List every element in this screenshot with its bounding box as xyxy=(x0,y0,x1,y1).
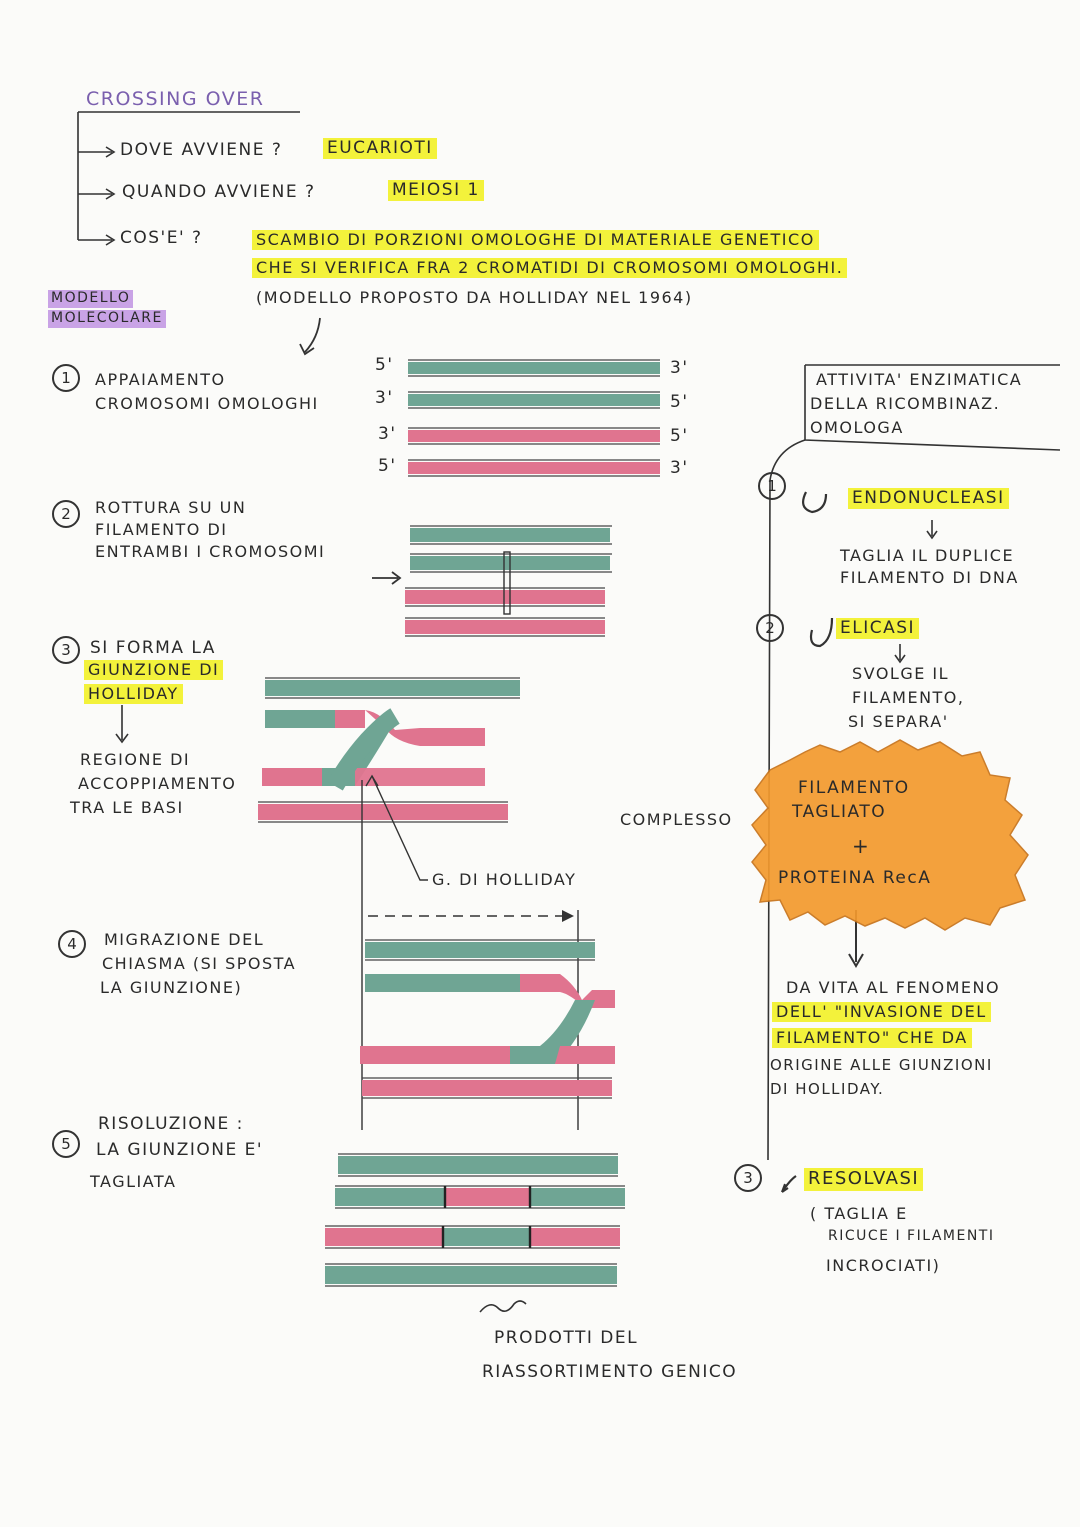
enzyme-header-1: ATTIVITA' ENZIMATICA xyxy=(816,370,1023,389)
complex-blob xyxy=(751,739,1029,931)
products-label-1: PRODOTTI DEL xyxy=(494,1328,639,1348)
step1-line1: APPAIAMENTO xyxy=(95,370,226,389)
step5-line3: TAGLIATA xyxy=(90,1172,177,1191)
enzyme1-desc1: TAGLIA IL DUPLICE xyxy=(840,546,1015,565)
model-label-1: MODELLO xyxy=(48,290,134,308)
model-label-2: MOLECOLARE xyxy=(48,310,166,328)
junction-label: G. DI HOLLIDAY xyxy=(432,870,577,889)
step-number-2: 2 xyxy=(52,500,80,528)
step4-line2: CHIASMA (SI SPOSTA xyxy=(102,954,297,973)
step4-migration xyxy=(360,910,615,1130)
answer-where: EUCARIOTI xyxy=(323,138,437,160)
step3-line1: SI FORMA LA xyxy=(90,638,216,658)
answer-what-line1: SCAMBIO DI PORZIONI OMOLOGHE DI MATERIAL… xyxy=(252,230,819,250)
invasion-line5: DI HOLLIDAY. xyxy=(770,1080,885,1098)
step-number-3: 3 xyxy=(52,636,80,664)
step-number-1: 1 xyxy=(52,364,80,392)
step3-sub3: TRA LE BASI xyxy=(70,798,184,817)
step2-line3: ENTRAMBI I CROMOSOMI xyxy=(95,542,326,561)
complex-line1: FILAMENTO xyxy=(798,778,910,798)
enzyme1-desc2: FILAMENTO DI DNA xyxy=(840,568,1019,587)
break-marker xyxy=(503,551,511,615)
step5-resolution xyxy=(325,1153,625,1313)
enzyme-header-3: OMOLOGA xyxy=(810,418,904,437)
step-number-5: 5 xyxy=(52,1130,80,1158)
complex-line3: PROTEINA RecA xyxy=(778,868,932,888)
enzyme2-desc3: SI SEPARA' xyxy=(848,712,949,731)
step3-sub1: REGIONE DI xyxy=(80,750,191,769)
end-left-2: 3' xyxy=(375,388,394,408)
question-where: DOVE AVVIENE ? xyxy=(120,140,283,160)
invasion-line4: ORIGINE ALLE GIUNZIONI xyxy=(770,1056,993,1074)
step5-line1: RISOLUZIONE : xyxy=(98,1114,244,1134)
end-left-1: 5' xyxy=(375,355,394,375)
question-when: QUANDO AVVIENE ? xyxy=(122,182,316,202)
model-note: (MODELLO PROPOSTO DA HOLLIDAY NEL 1964) xyxy=(256,288,693,307)
end-right-1: 3' xyxy=(670,358,689,378)
enzyme-number-2: 2 xyxy=(756,614,784,642)
step2-line1: ROTTURA SU UN xyxy=(95,498,247,517)
end-right-2: 5' xyxy=(670,392,689,412)
enzyme2-desc2: FILAMENTO, xyxy=(852,688,965,707)
enzyme3-name: RESOLVASI xyxy=(804,1168,924,1191)
end-right-3: 5' xyxy=(670,426,689,446)
model-arrow xyxy=(304,317,321,353)
step3-line3: HOLLIDAY xyxy=(84,684,183,704)
answer-when: MEIOSI 1 xyxy=(388,180,484,202)
step3-sub2: ACCOPPIAMENTO xyxy=(78,774,237,793)
question-what: COS'E' ? xyxy=(120,228,203,248)
step2-line2: FILAMENTO DI xyxy=(95,520,228,539)
step1-strands xyxy=(408,359,660,477)
complex-line2: TAGLIATO xyxy=(792,802,887,822)
end-left-4: 5' xyxy=(378,456,397,476)
end-left-3: 3' xyxy=(378,424,397,444)
title-bracket xyxy=(77,111,300,246)
products-label-2: RIASSORTIMENTO GENICO xyxy=(482,1362,738,1382)
step1-line2: CROMOSOMI OMOLOGHI xyxy=(95,394,319,413)
enzyme2-desc1: SVOLGE IL xyxy=(852,664,950,683)
answer-what-line2: CHE SI VERIFICA FRA 2 CROMATIDI DI CROMO… xyxy=(252,258,848,278)
step3-junction xyxy=(115,677,520,1130)
complex-plus: + xyxy=(852,834,871,858)
step-number-4: 4 xyxy=(58,930,86,958)
invasion-line2: DELL' "INVASIONE DEL xyxy=(772,1002,991,1022)
step5-line2: LA GIUNZIONE E' xyxy=(96,1140,264,1160)
page-title: CROSSING OVER xyxy=(86,88,265,110)
enzyme-header-2: DELLA RICOMBINAZ. xyxy=(810,394,1001,413)
enzyme-number-1: 1 xyxy=(758,472,786,500)
step2-strands xyxy=(372,525,612,637)
enzyme-number-3: 3 xyxy=(734,1164,762,1192)
enzyme1-name: ENDONUCLEASI xyxy=(848,488,1009,510)
enzyme3-desc1: ( TAGLIA E xyxy=(810,1204,908,1223)
complex-label: COMPLESSO xyxy=(620,810,733,829)
step4-line3: LA GIUNZIONE) xyxy=(100,978,243,997)
enzyme3-desc2: RICUCE I FILAMENTI xyxy=(828,1228,995,1244)
invasion-line1: DA VITA AL FENOMENO xyxy=(786,978,1001,997)
enzyme3-desc3: INCROCIATI) xyxy=(826,1256,941,1275)
invasion-line3: FILAMENTO" CHE DA xyxy=(772,1028,972,1048)
enzyme2-name: ELICASI xyxy=(836,618,920,640)
step4-line1: MIGRAZIONE DEL xyxy=(104,930,265,949)
step3-line2: GIUNZIONE DI xyxy=(84,660,224,680)
end-right-4: 3' xyxy=(670,458,689,478)
